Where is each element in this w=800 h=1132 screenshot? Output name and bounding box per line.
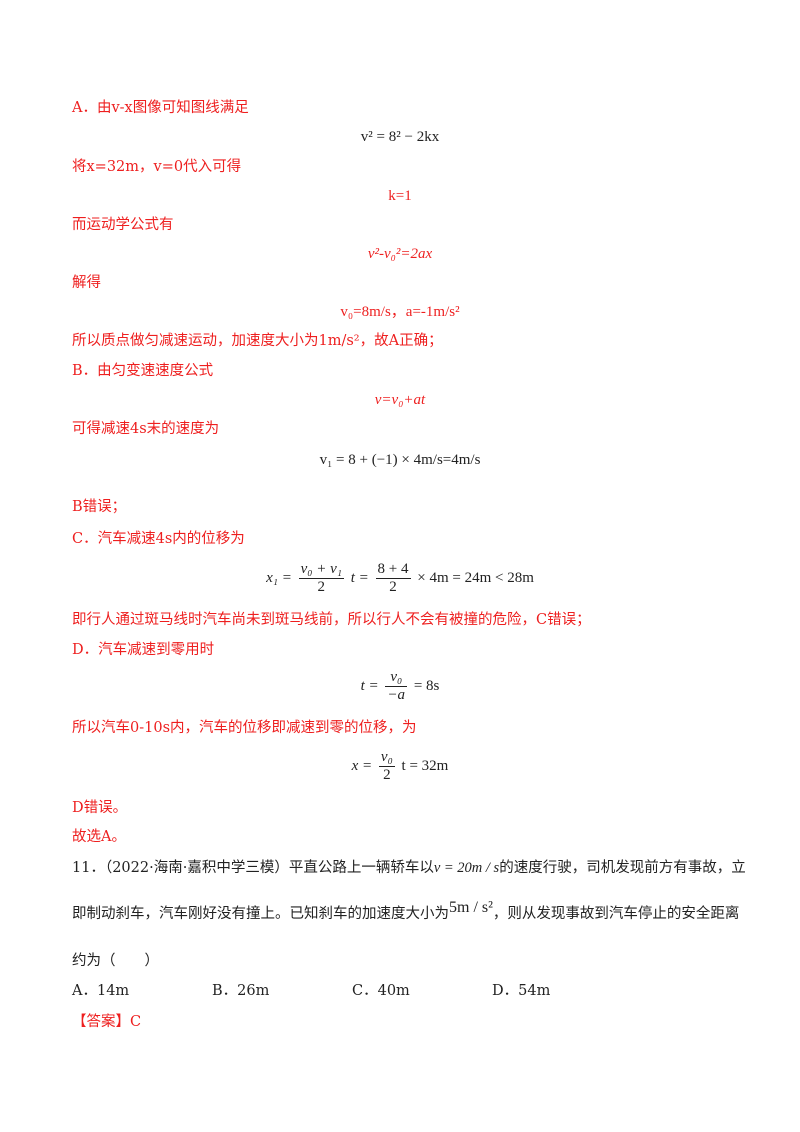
solution-d-equation-1: t = v₀ −a = 8s [0,666,800,706]
option-a: A．14m [72,983,130,999]
solution-c-fraction-1-denominator: 2 [317,579,326,596]
question-11-line-2: 即制动刹车，汽车刚好没有撞上。已知刹车的加速度大小为5m / s²，则从发现事故… [72,899,740,924]
solution-d-text: 所以汽车0-10s内，汽车的位移即减速到零的位移，为 [72,720,417,736]
solution-d-eq1-denominator: −a [387,687,406,704]
solution-a-equation-1: v² = 8² − 2kx [360,129,440,145]
solution-c-conclusion: 即行人通过斑马线时汽车尚未到斑马线前，所以行人不会有被撞的危险，C错误； [72,612,591,628]
solution-c-fraction-2-numerator: 8 + 4 [375,561,411,580]
solution-b-intro: B．由匀变速速度公式 [72,363,214,379]
solution-b-text: 可得减速4s末的速度为 [72,421,220,437]
question-11-acceleration: 5m / s² [449,899,493,916]
solution-d-eq1-rhs: = 8s [413,678,440,694]
question-11-speed: v = 20m / s [433,860,500,876]
solution-c-fraction-2-denominator: 2 [389,579,397,596]
answer-label: 【答案】 [72,1014,130,1030]
solution-a-solve-text: 解得 [72,275,101,291]
option-d: D．54m [492,983,551,999]
question-11-line-1-b: 的速度行驶，司机发现前方有事故，立 [499,860,746,876]
solution-d-equation-2: x = v₀ 2 t = 32m [0,746,800,786]
solution-d-eq2-lhs: x = [351,758,373,774]
final-choice: 故选A。 [72,829,126,845]
solution-b-equation-2: v₁ = 8 + (−1) × 4m/s=4m/s [319,452,481,468]
solution-a-equation-4: v₀=8m/s，a=-1m/s² [340,304,460,320]
solution-d-eq2-rhs: t = 32m [401,758,449,774]
solution-c-eq-lhs: x₁ = [266,570,292,586]
solution-d-eq1-fraction: v₀ −a [385,669,408,704]
solution-c-fraction-2: 8 + 4 2 [375,561,411,596]
answer-value: C [130,1014,142,1030]
solution-a-equation-2: k=1 [388,188,412,204]
solution-d-intro: D．汽车减速到零用时 [72,642,215,658]
solution-c-equation: x₁ = v₀ + v₁ 2 t = 8 + 4 2 × 4m = 24m < … [0,558,800,598]
question-11-line-2-a: 即制动刹车，汽车刚好没有撞上。已知刹车的加速度大小为 [72,906,449,922]
question-11-line-1-a: 11．（2022·海南·嘉积中学三模）平直公路上一辆轿车以 [72,860,434,876]
solution-c-fraction-1-numerator: v₀ + v₁ [298,561,344,580]
solution-d-eq2-numerator: v₀ [378,749,395,768]
option-b: B．26m [212,983,270,999]
solution-c-fraction-1: v₀ + v₁ 2 [298,561,344,596]
solution-d-verdict: D错误。 [72,800,128,816]
solution-b-verdict: B错误； [72,499,127,515]
option-c: C．40m [352,983,410,999]
solution-d-eq1-lhs: t = [360,678,379,694]
question-11-line-2-b: ，则从发现事故到汽车停止的安全距离 [492,906,740,922]
answer: 【答案】C [72,1012,141,1032]
question-11-line-3: 约为（ ） [72,953,159,969]
solution-c-intro: C．汽车减速4s内的位移为 [72,531,245,547]
solution-a-conclusion: 所以质点做匀减速运动，加速度大小为1m/s²，故A正确； [72,333,443,349]
question-11-line-1: 11．（2022·海南·嘉积中学三模）平直公路上一辆轿车以v = 20m / s… [72,858,746,878]
solution-a-kinematics-text: 而运动学公式有 [72,217,174,233]
solution-c-eq-rhs: × 4m = 24m < 28m [417,570,534,586]
solution-b-equation-1: v=v₀+at [374,392,426,408]
solution-c-eq-mid: t = [350,570,369,586]
solution-d-eq2-denominator: 2 [383,767,391,784]
solution-a-equation-3: v²-v₀²=2ax [367,246,433,262]
solution-d-eq1-numerator: v₀ [385,669,408,688]
solution-a-substitute-text: 将x=32m，v=0代入可得 [72,159,242,175]
solution-a-intro: A．由v-x图像可知图线满足 [72,100,249,116]
solution-d-eq2-fraction: v₀ 2 [378,749,395,784]
